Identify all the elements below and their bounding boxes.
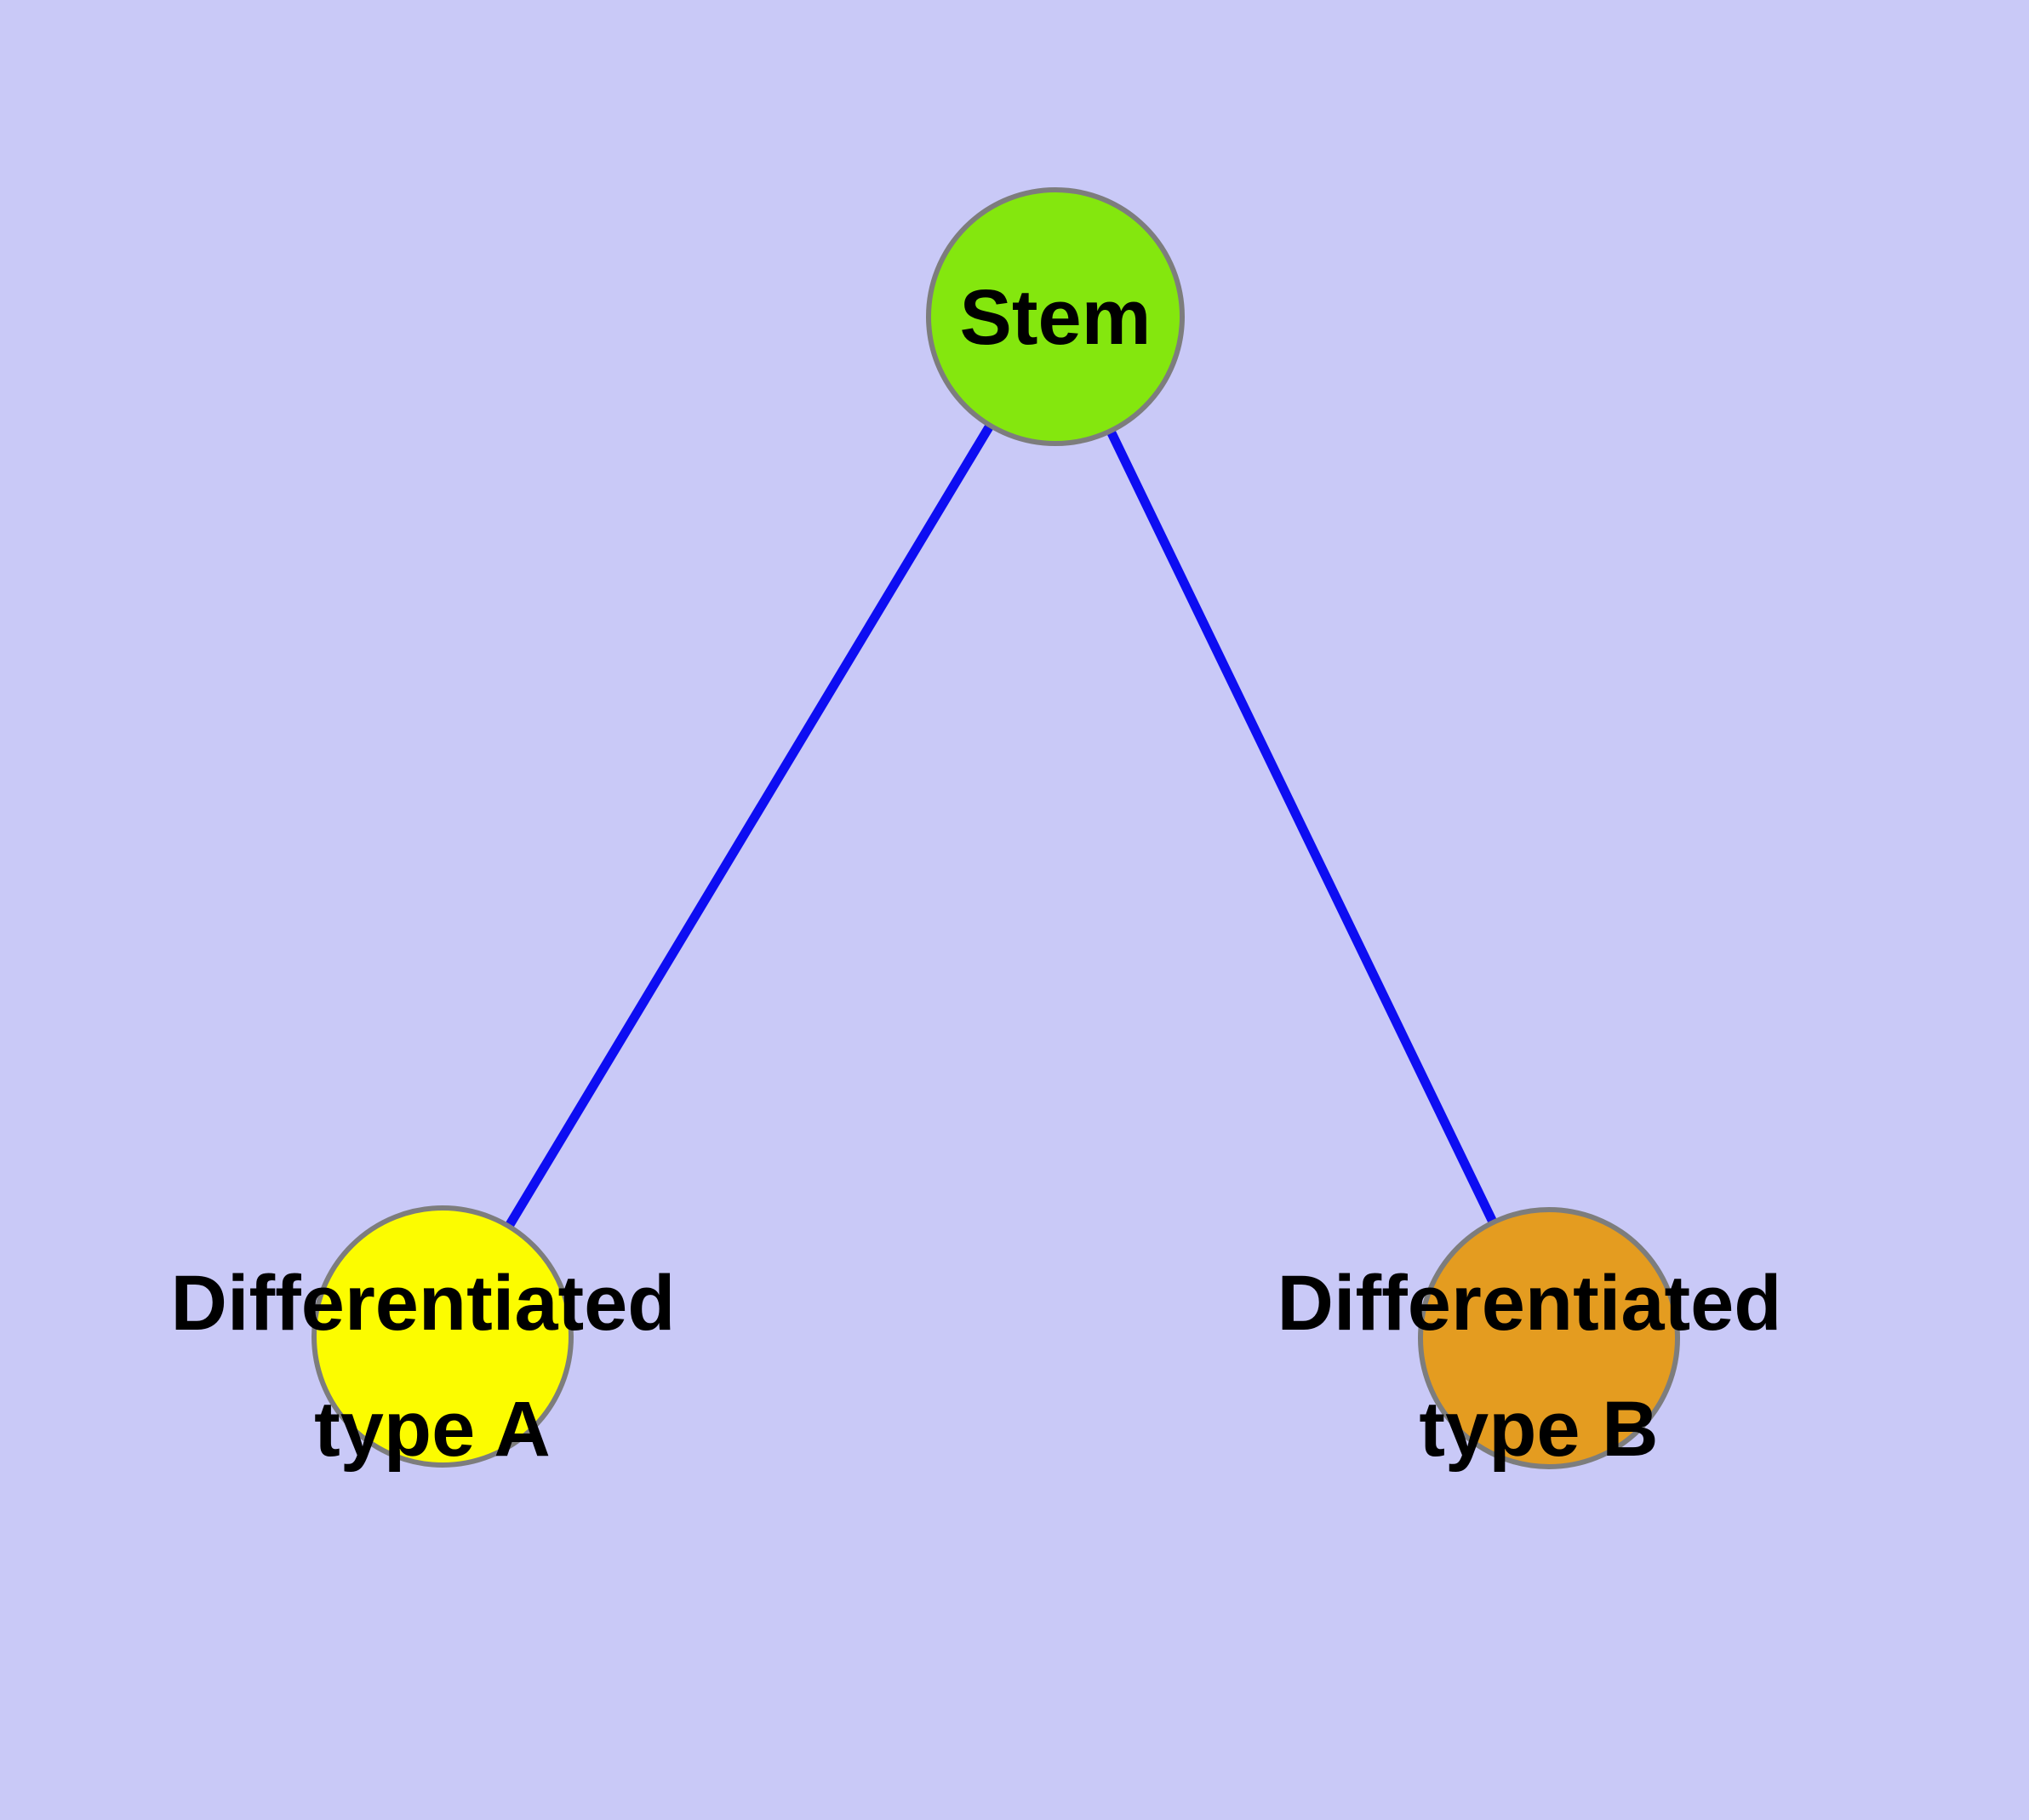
node-type-b-label-line-2: type B (1419, 1386, 1658, 1473)
node-stem-circle (926, 187, 1185, 446)
node-type-a-circle (311, 1205, 574, 1468)
node-type-a-label-line-1: Differentiated (171, 1260, 676, 1347)
edge-stem-to-type-a (437, 312, 1060, 1342)
node-type-a: Differentiated type A (171, 1205, 676, 1473)
node-type-a-label-line-2: type A (314, 1386, 551, 1473)
node-type-b: Differentiated type B (1277, 1207, 1782, 1473)
node-type-b-circle (1418, 1207, 1680, 1469)
node-type-b-label-line-1: Differentiated (1277, 1260, 1782, 1347)
node-stem: Stem (926, 187, 1185, 446)
edge-stem-to-type-b (1050, 312, 1554, 1343)
node-stem-label: Stem (960, 274, 1152, 361)
